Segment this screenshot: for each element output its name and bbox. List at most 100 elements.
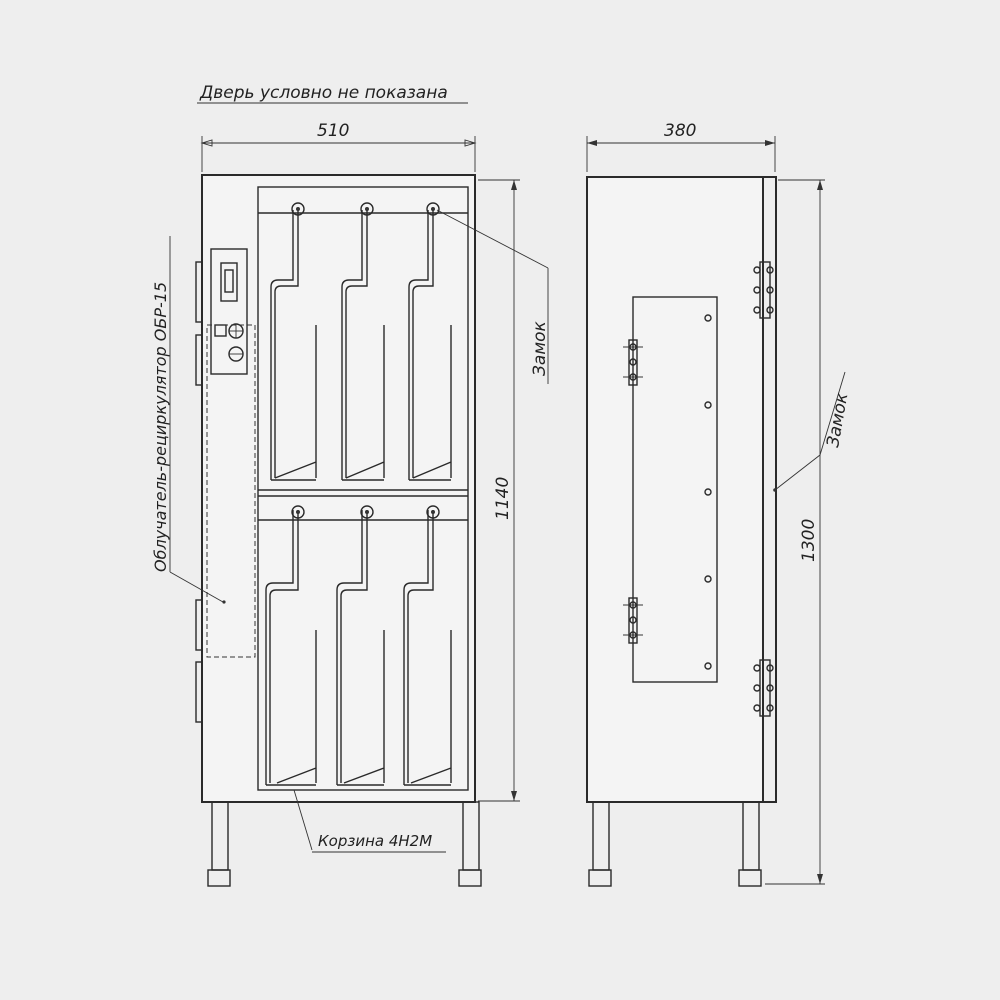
door-hinge-upper-bolt-1 bbox=[753, 266, 761, 274]
side-width-arrow-right bbox=[765, 140, 775, 146]
basket-leader bbox=[293, 789, 313, 851]
basket-upper-1-front bbox=[274, 325, 317, 479]
door-hinge-lower-bolt-1 bbox=[753, 664, 761, 672]
basket-upper-3-inner bbox=[412, 210, 434, 478]
front-hinge-mid bbox=[195, 334, 203, 386]
irradiator-label: Облучатель-рециркулятор ОБР-15 bbox=[151, 282, 170, 572]
front-hinge-top bbox=[195, 261, 203, 323]
note-text: Дверь условно не показана bbox=[199, 83, 448, 103]
basket-upper-2-inner bbox=[345, 210, 368, 478]
panel-hinge-upper bbox=[623, 339, 643, 386]
front-height-arrow-bottom bbox=[511, 791, 517, 801]
front-width-arrow-left bbox=[200, 139, 213, 147]
panel-bolt-5 bbox=[704, 662, 712, 670]
basket-lower-3 bbox=[403, 510, 429, 785]
door-hinge-lower-bolt-3 bbox=[753, 704, 761, 712]
door-hinge-lower-bolt-2 bbox=[753, 684, 761, 692]
panel-bolt-4 bbox=[704, 575, 712, 583]
basket-lower-2-inner bbox=[340, 510, 368, 783]
irradiator-dashed-outline bbox=[206, 324, 256, 658]
front-hinge-low bbox=[195, 599, 203, 651]
door-hinge-lower-bolt-5 bbox=[766, 684, 774, 692]
panel-bolt-2 bbox=[704, 401, 712, 409]
hook-upper-3 bbox=[426, 202, 440, 216]
door-hinge-upper-bolt-2 bbox=[753, 286, 761, 294]
front-lock-label: Замок bbox=[530, 320, 550, 376]
basket-upper-3-front bbox=[412, 325, 452, 479]
front-lock-leader bbox=[436, 209, 549, 269]
door-hinge-lower-bolt-4 bbox=[766, 664, 774, 672]
upper-baskets bbox=[270, 202, 452, 481]
panel-bolt-1 bbox=[704, 314, 712, 322]
front-inner-frame bbox=[257, 186, 469, 791]
hook-lower-3 bbox=[426, 505, 440, 519]
panel-hinge-upper-bolt-2 bbox=[629, 358, 637, 366]
control-display-inner bbox=[224, 269, 234, 293]
control-display bbox=[220, 262, 238, 302]
basket-upper-2 bbox=[341, 210, 363, 480]
front-foot-left bbox=[207, 869, 231, 887]
door-hinge-upper bbox=[753, 261, 774, 319]
side-leg-left bbox=[592, 801, 610, 871]
basket-lower-3-front bbox=[410, 630, 452, 784]
front-width-label: 510 bbox=[317, 121, 349, 141]
control-switch-square bbox=[214, 324, 227, 337]
basket-lower-1 bbox=[265, 510, 294, 785]
front-height-arrow-top bbox=[511, 180, 517, 190]
door-hinge-upper-bolt-5 bbox=[766, 286, 774, 294]
side-foot-left bbox=[588, 869, 612, 887]
front-leg-left bbox=[211, 801, 229, 871]
basket-label: Корзина 4Н2М bbox=[318, 832, 432, 850]
basket-lower-1-front bbox=[276, 630, 317, 784]
side-height-label: 1300 bbox=[799, 519, 819, 562]
side-foot-right bbox=[738, 869, 762, 887]
panel-hinge-lower bbox=[623, 597, 643, 644]
panel-bolt-3 bbox=[704, 488, 712, 496]
control-panel bbox=[210, 248, 248, 375]
front-view: 510 bbox=[151, 121, 550, 887]
hook-upper-2 bbox=[360, 202, 374, 216]
hook-upper-3-center bbox=[431, 207, 435, 211]
front-width-arrow-right bbox=[464, 139, 477, 147]
lower-baskets bbox=[265, 505, 452, 786]
side-width-label: 380 bbox=[664, 121, 696, 141]
door-hinge-lower bbox=[753, 659, 774, 717]
front-height-label: 1140 bbox=[493, 477, 513, 520]
hook-lower-2-center bbox=[365, 510, 369, 514]
hook-upper-2-center bbox=[365, 207, 369, 211]
door-hinge-upper-bolt-4 bbox=[766, 266, 774, 274]
hook-upper-1 bbox=[291, 202, 305, 216]
hook-upper-1-center bbox=[296, 207, 300, 211]
hook-lower-2 bbox=[360, 505, 374, 519]
panel-hinge-lower-plate bbox=[628, 597, 638, 644]
front-cabinet-body bbox=[201, 174, 476, 803]
front-leg-right bbox=[462, 801, 480, 871]
side-leg-right bbox=[742, 801, 760, 871]
basket-lower-1-inner bbox=[269, 510, 299, 783]
door-hinge-lower-bolt-6 bbox=[766, 704, 774, 712]
side-lock-leader-label-line bbox=[819, 371, 846, 456]
basket-upper-2-front bbox=[345, 325, 385, 479]
front-foot-right bbox=[458, 869, 482, 887]
hook-lower-1 bbox=[291, 505, 305, 519]
door-hinge-upper-bolt-3 bbox=[753, 306, 761, 314]
door-hinge-upper-bolt-6 bbox=[766, 306, 774, 314]
side-height-arrow-top bbox=[817, 180, 823, 190]
hook-lower-3-center bbox=[431, 510, 435, 514]
front-hinge-bottom bbox=[195, 661, 203, 723]
side-height-arrow-bottom bbox=[817, 874, 823, 884]
hook-lower-1-center bbox=[296, 510, 300, 514]
side-lock-label: Замок bbox=[823, 391, 852, 449]
irradiator-leader-dot bbox=[222, 600, 226, 604]
side-width-arrow-left bbox=[587, 140, 597, 146]
basket-upper-1 bbox=[270, 210, 294, 480]
irradiator-leader bbox=[169, 571, 224, 603]
panel-hinge-lower-bolt-2 bbox=[629, 616, 637, 624]
basket-lower-2 bbox=[336, 510, 363, 785]
basket-upper-3 bbox=[408, 210, 429, 480]
side-cabinet-body bbox=[586, 176, 764, 803]
panel-hinge-upper-plate bbox=[628, 339, 638, 386]
basket-lower-3-inner bbox=[407, 510, 434, 783]
